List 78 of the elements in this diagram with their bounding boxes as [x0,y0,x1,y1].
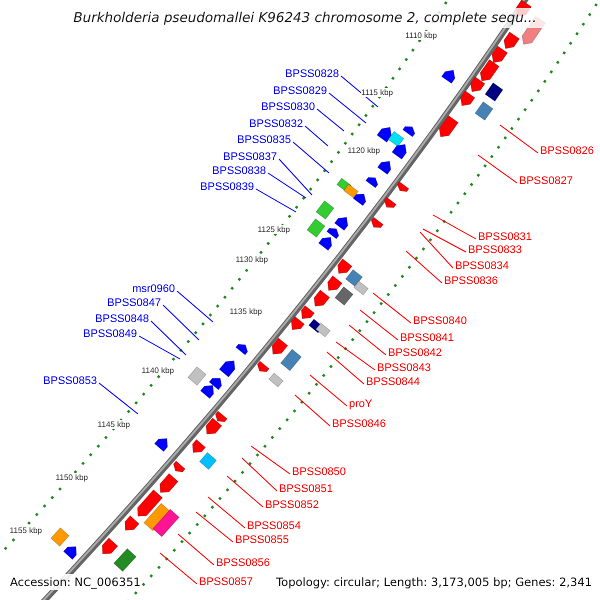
scale-tick-label: 1130 kbp [236,255,268,264]
gene-label: BPSS0838 [212,165,266,178]
gene-label: BPSS0829 [273,85,327,98]
scale-tick-label: 1125 kbp [258,225,290,234]
scale-tick-label: 1155 kbp [10,526,42,535]
gene-label: BPSS0849 [83,328,137,341]
gene-label: BPSS0839 [200,181,254,194]
leader-line [98,382,138,414]
gene-label: BPSS0848 [95,313,149,326]
gene-label: BPSS0850 [292,466,346,479]
leader-line [150,320,186,356]
leader-line [348,324,386,356]
gene-label: BPSS0847 [107,297,161,310]
leader-line [310,374,348,406]
leader-line [250,446,290,474]
scale-tick-label: 1115 kbp [361,88,393,97]
gene-label: BPSS0851 [279,483,333,496]
leader-line [278,158,312,196]
gene-label: BPSS0844 [366,376,420,389]
leader-line [226,476,264,508]
gene-label: BPSS0846 [332,418,386,431]
gene-label: msr0960 [132,283,175,296]
gene-label: BPSS0830 [261,101,315,114]
gene-label: BPSS0826 [540,145,594,158]
leader-line [406,250,442,284]
gene-label: BPSS0836 [444,275,498,288]
gene-label: BPSS0841 [400,332,454,345]
leader-line [162,304,200,340]
map-info-text: Accession: NC_006351 [10,574,141,590]
leader-line [500,124,538,154]
scale-tick-label: 1120 kbp [348,146,380,155]
leader-line [208,496,246,528]
gene-label: BPSS0842 [388,347,442,360]
leader-line [420,232,454,268]
gene-label: BPSS0834 [455,260,509,273]
gene-label: proY [349,398,372,411]
leader-line [242,458,278,492]
leader-line [268,172,306,198]
leader-line [478,154,518,184]
gene-label: BPSS0854 [247,520,301,533]
map-info-text: Topology: circular; Length: 3,173,005 bp; Genes: 2,341 [276,574,592,590]
leader-line [292,142,330,174]
scale-tick-label: 1135 kbp [230,307,262,316]
leader-line [372,292,412,324]
gene-label: BPSS0853 [43,375,97,388]
scale-tick-label: 1110 kbp [405,31,437,40]
leader-line [340,76,378,108]
leader-line [316,108,344,132]
gene-label: BPSS0855 [235,534,289,547]
leader-line [196,512,234,542]
gene-label: BPSS0837 [223,151,277,164]
gene-label: BPSS0857 [199,576,253,589]
gene-label: BPSS0852 [265,499,319,512]
leader-line [176,290,214,322]
leader-line [256,188,296,212]
gene-label: BPSS0832 [249,118,303,131]
gene-label: BPSS0827 [519,175,573,188]
leader-line [160,552,198,584]
scale-tick-label: 1140 kbp [142,366,174,375]
leader-line [432,214,476,240]
gene-label: BPSS0833 [468,244,522,257]
leader-line [178,534,214,566]
leader-line [422,228,466,252]
gene-label: BPSS0840 [413,315,467,328]
leader-line [304,126,328,146]
leader-line [328,92,366,124]
leader-line [138,336,180,360]
gene-label: BPSS0831 [478,231,532,244]
leader-line [360,310,398,340]
gene-label: BPSS0856 [216,557,270,570]
gene-label: BPSS0843 [377,362,431,375]
scale-tick-label: 1145 kbp [98,420,130,429]
leader-line [326,352,364,384]
gene-label: BPSS0828 [285,68,339,81]
leader-line [336,342,376,370]
scale-tick-label: 1150 kbp [56,473,88,482]
leader-line [294,394,330,426]
gene-label: BPSS0835 [237,134,291,147]
